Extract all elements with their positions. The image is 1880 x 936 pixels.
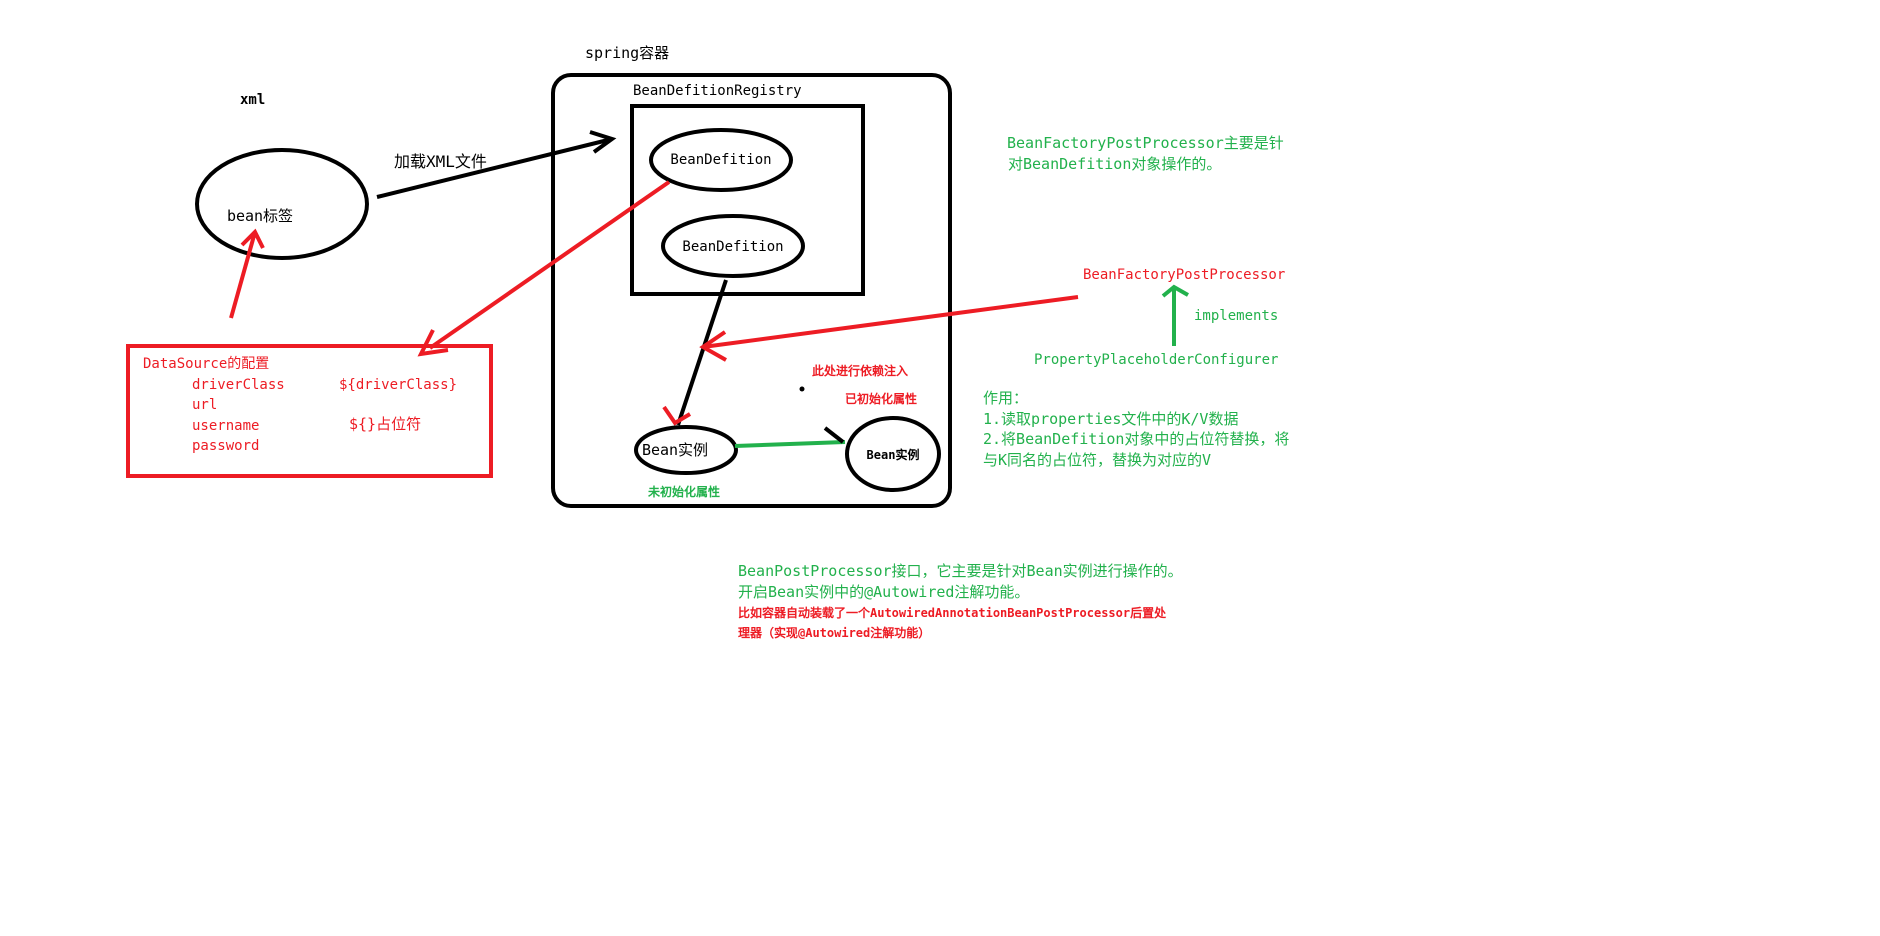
datasource-title: DataSource的配置 — [143, 356, 269, 372]
bean-instance-label-2: Bean实例 — [867, 447, 920, 462]
datasource-key-password: password — [192, 438, 259, 454]
bean-definition-node-2 — [661, 214, 805, 278]
bpp-note-line-3: 比如容器自动装载了一个AutowiredAnnotationBeanPostPr… — [738, 605, 1167, 620]
registry-box — [630, 104, 865, 296]
bfpp-desc-line-2: 对BeanDefition对象操作的。 — [1008, 155, 1221, 173]
implements-arrowhead — [1161, 284, 1189, 298]
bean-tag-node — [195, 148, 369, 260]
dependency-injection-arrowhead — [823, 426, 845, 444]
bfpp-to-registry-arrowhead — [699, 330, 727, 362]
definition-to-datasource-arrowhead — [417, 329, 449, 357]
initialized-note: 已初始化属性 — [845, 391, 917, 406]
xml-label: xml — [240, 92, 265, 108]
bpp-note-line-2: 开启Bean实例中的@Autowired注解功能。 — [738, 583, 1029, 601]
bfpp-to-registry-arrow — [702, 295, 1079, 349]
load-xml-arrow — [376, 137, 613, 199]
spring-container-label: spring容器 — [585, 44, 669, 62]
datasource-key-driverclass: driverClass — [192, 377, 285, 393]
dependency-injection-arrow — [734, 440, 846, 448]
definition-to-instance-arrow — [676, 279, 728, 426]
bpp-note-line-1: BeanPostProcessor接口，它主要是针对Bean实例进行操作的。 — [738, 562, 1183, 580]
datasource-to-beantag-arrow — [229, 231, 257, 319]
uninitialized-note: 未初始化属性 — [647, 484, 720, 499]
bean-instance-label-1: Bean实例 — [642, 441, 708, 459]
bean-definition-label-2: BeanDefition — [682, 239, 783, 255]
spring-container-box — [551, 73, 952, 508]
dependency-injection-note: 此处进行依赖注入 — [812, 363, 908, 378]
load-xml-arrowhead — [589, 130, 617, 154]
datasource-key-username: username — [192, 418, 259, 434]
role-line-1: 1.读取properties文件中的K/V数据 — [983, 410, 1238, 428]
datasource-value-username: ${}占位符 — [349, 415, 421, 433]
datasource-to-beantag-arrowhead — [240, 228, 265, 249]
datasource-box — [126, 344, 493, 478]
datasource-key-url: url — [192, 397, 217, 413]
dot-marker — [799, 386, 805, 392]
load-xml-label: 加载XML文件 — [394, 152, 487, 171]
role-line-2a: 2.将BeanDefition对象中的占位符替换，将 — [983, 430, 1289, 448]
bean-tag-label: bean标签 — [227, 207, 293, 225]
role-title: 作用： — [983, 389, 1028, 407]
datasource-value-driverclass: ${driverClass} — [339, 377, 457, 393]
definition-to-instance-arrowhead — [662, 405, 692, 426]
bfpp-label: BeanFactoryPostProcessor — [1083, 267, 1285, 283]
placeholder-configurer-label: PropertyPlaceholderConfigurer — [1034, 352, 1278, 368]
implements-label: implements — [1194, 308, 1278, 324]
definition-to-datasource-arrow — [428, 180, 671, 350]
bean-instance-node-1 — [634, 425, 738, 475]
bpp-note-line-4: 理器（实现@Autowired注解功能） — [738, 625, 930, 640]
bean-definition-node-1 — [649, 128, 793, 192]
bean-instance-node-2 — [845, 416, 941, 492]
role-line-2b: 与K同名的占位符，替换为对应的V — [983, 451, 1211, 469]
bfpp-desc-line-1: BeanFactoryPostProcessor主要是针 — [1007, 134, 1284, 152]
bean-definition-label-1: BeanDefition — [670, 152, 771, 168]
registry-label: BeanDefitionRegistry — [633, 83, 802, 99]
